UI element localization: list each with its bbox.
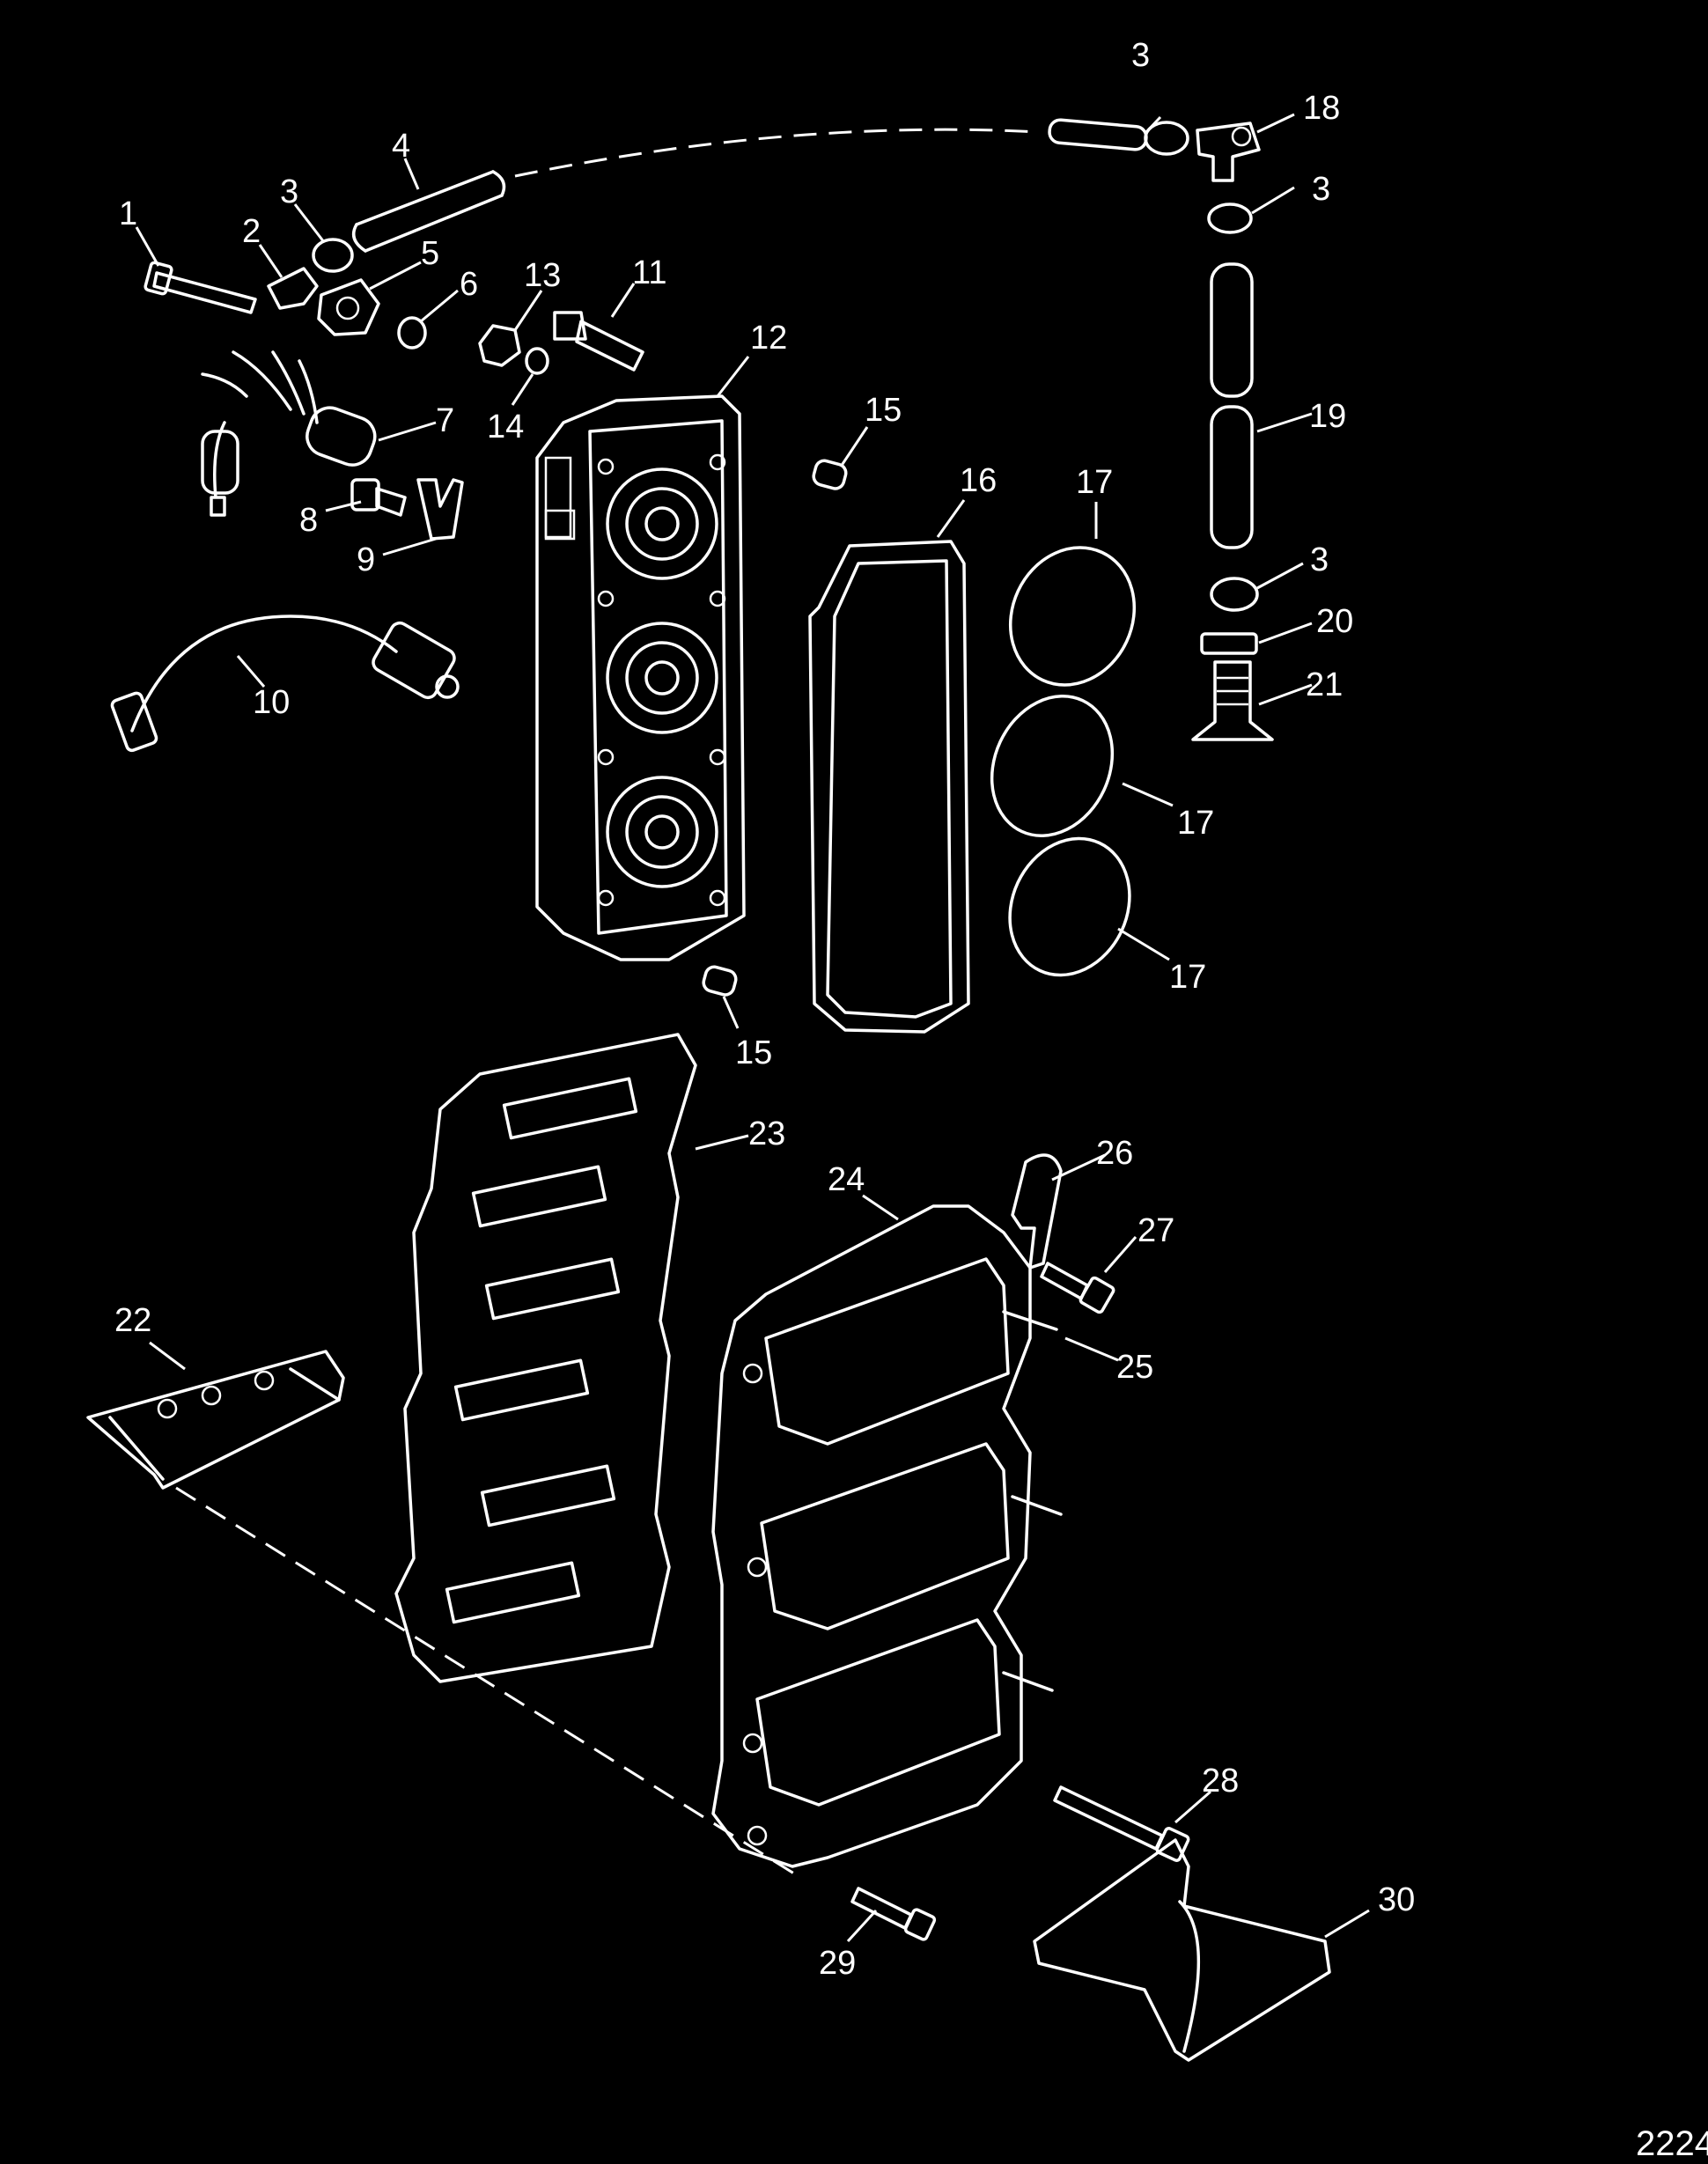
callout-2: 2 <box>242 213 261 250</box>
callout-20: 20 <box>1316 603 1353 640</box>
callout-3-right-lower: 3 <box>1310 541 1329 578</box>
part-25-stud <box>1002 1310 1063 1692</box>
part-23-gasket <box>394 1033 697 1683</box>
part-30-shield <box>1033 1838 1331 2062</box>
part-17-o-ring-3 <box>1008 836 1131 977</box>
callout-19: 19 <box>1309 398 1346 435</box>
callout-3-left: 3 <box>280 173 298 210</box>
part-16-gasket <box>808 540 970 1034</box>
part-26-bracket <box>1011 1153 1063 1270</box>
part-15-dowel-pin-upper <box>812 459 848 490</box>
hose-routing-dashed-line <box>514 128 1040 178</box>
part-7-wiring-harness <box>201 350 377 517</box>
callout-15-upper: 15 <box>865 392 902 429</box>
callout-10: 10 <box>253 684 290 721</box>
callout-labels: 1 2 3 4 5 6 7 8 9 10 11 12 13 14 15 15 1… <box>114 37 1415 1982</box>
callout-6: 6 <box>460 266 478 303</box>
callout-25: 25 <box>1116 1349 1153 1386</box>
part-18-elbow-fitting <box>1196 121 1261 182</box>
callout-18: 18 <box>1303 90 1340 127</box>
callout-23: 23 <box>748 1115 785 1152</box>
part-2-fitting <box>267 267 319 310</box>
callout-17-upper: 17 <box>1076 464 1113 501</box>
callout-28: 28 <box>1202 1763 1239 1800</box>
callout-3-top-right: 3 <box>1131 37 1150 74</box>
callout-30: 30 <box>1378 1881 1415 1918</box>
callout-13: 13 <box>524 257 561 294</box>
callout-29: 29 <box>819 1945 856 1982</box>
part-13-plug <box>478 324 521 367</box>
callout-27: 27 <box>1137 1212 1174 1249</box>
callout-3-right-upper: 3 <box>1312 171 1330 208</box>
part-1-bolt <box>144 261 257 314</box>
part-3-clamp-top-right <box>1144 121 1189 156</box>
part-27-bolt <box>1040 1262 1115 1314</box>
part-9-clip <box>416 478 464 541</box>
callout-leaders <box>135 113 1370 1943</box>
part-20-nut <box>1200 632 1258 655</box>
callout-5: 5 <box>421 235 439 272</box>
part-21-fitting <box>1191 660 1274 741</box>
callout-12: 12 <box>750 320 787 357</box>
part-4-hose <box>351 170 506 253</box>
callout-9: 9 <box>357 541 375 578</box>
callout-16: 16 <box>960 462 997 499</box>
callout-11: 11 <box>632 254 666 291</box>
part-6-o-ring <box>397 316 427 350</box>
part-11-bolt <box>553 311 644 372</box>
alignment-dashed-line <box>175 1486 798 1877</box>
part-17-o-ring-2 <box>990 695 1115 837</box>
part-24-reed-block <box>711 1204 1032 1868</box>
part-8-bolt <box>350 478 407 517</box>
part-19-hose <box>1210 262 1254 549</box>
callout-8: 8 <box>299 502 318 539</box>
hose-segment-right-top <box>1048 118 1148 151</box>
part-10-sensor <box>110 615 460 753</box>
callout-4: 4 <box>392 128 410 165</box>
callout-15-lower: 15 <box>735 1034 772 1071</box>
part-3-clamp-top-left <box>312 238 354 273</box>
part-29-bolt <box>850 1887 937 1941</box>
part-3-clamp-right-lower <box>1210 577 1259 612</box>
callout-17-middle: 17 <box>1177 805 1214 842</box>
part-12-cylinder-head-cover <box>535 394 746 961</box>
part-3-clamp-right-upper <box>1207 202 1253 234</box>
part-14-washer <box>525 347 549 375</box>
callout-24: 24 <box>828 1161 865 1198</box>
callout-7: 7 <box>436 402 454 439</box>
figure-id: 2224 <box>1636 2124 1708 2163</box>
callout-14: 14 <box>487 409 524 445</box>
callout-1: 1 <box>119 195 137 232</box>
part-17-o-ring-1 <box>1008 546 1137 687</box>
callout-21: 21 <box>1306 666 1343 703</box>
callout-17-lower: 17 <box>1169 959 1206 996</box>
callout-22: 22 <box>114 1302 151 1339</box>
part-28-bolt <box>1053 1785 1190 1862</box>
callout-26: 26 <box>1096 1135 1133 1172</box>
part-15-dowel-pin-lower <box>702 965 738 997</box>
part-5-sender <box>317 278 380 336</box>
part-22-reed-valve <box>86 1350 345 1490</box>
